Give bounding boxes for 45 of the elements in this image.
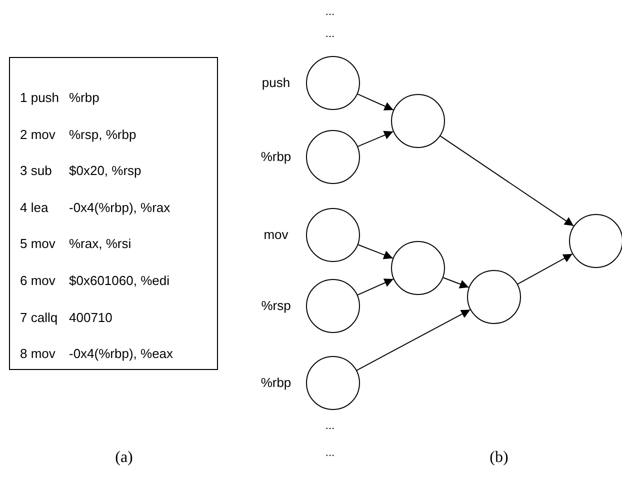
instruction-operands: $0x20, %rsp [69,163,142,180]
circle-node [306,279,360,333]
instruction-opcode: 3 sub [20,163,52,180]
instruction-operands: $0x601060, %edi [69,273,170,289]
arrow [357,130,394,147]
circle-node [569,214,622,268]
ellipsis: ... [324,419,336,434]
instruction-opcode: 1 push [20,90,60,106]
ellipsis: ... [324,446,336,461]
circle-node [306,208,360,262]
arrow [358,244,394,260]
input-token-label: mov [262,227,290,243]
panel-label: (b) [488,450,510,466]
ellipsis: ... [324,5,336,20]
instruction-operands: %rax, %rsi [69,236,132,252]
circle-node [391,241,445,295]
instruction-operands: %rbp [69,90,100,106]
input-token-label: push [260,75,292,91]
instruction-opcode: 7 callq [20,310,58,326]
arrow [356,309,471,371]
input-token-label: %rbp [260,375,292,391]
arrow [357,94,394,110]
circle-node [306,56,360,110]
input-token-label: %rsp [260,298,292,314]
circle-node [306,356,360,410]
instruction-opcode: 5 mov [20,236,56,252]
arrow [440,136,574,226]
instruction-opcode: 4 lea [20,200,48,216]
circle-node [306,130,360,184]
instruction-operands: -0x4(%rbp), %eax [69,346,174,362]
arrow [517,254,573,284]
instruction-opcode: 8 mov [20,346,56,362]
instruction-opcode: 6 mov [20,273,56,289]
instruction-operands: %rsp, %rbp [69,126,136,143]
input-token-label: %rbp [260,149,292,165]
arrow [357,278,394,296]
instruction-operands: 400710 [69,310,112,326]
instruction-opcode: 2 mov [20,126,56,143]
ellipsis: ... [324,27,336,42]
code-listing-box [9,57,218,370]
arrow [442,277,470,288]
circle-node [467,270,521,324]
circle-node [391,94,445,148]
panel-label: (a) [114,450,134,466]
instruction-operands: -0x4(%rbp), %rax [69,200,170,216]
